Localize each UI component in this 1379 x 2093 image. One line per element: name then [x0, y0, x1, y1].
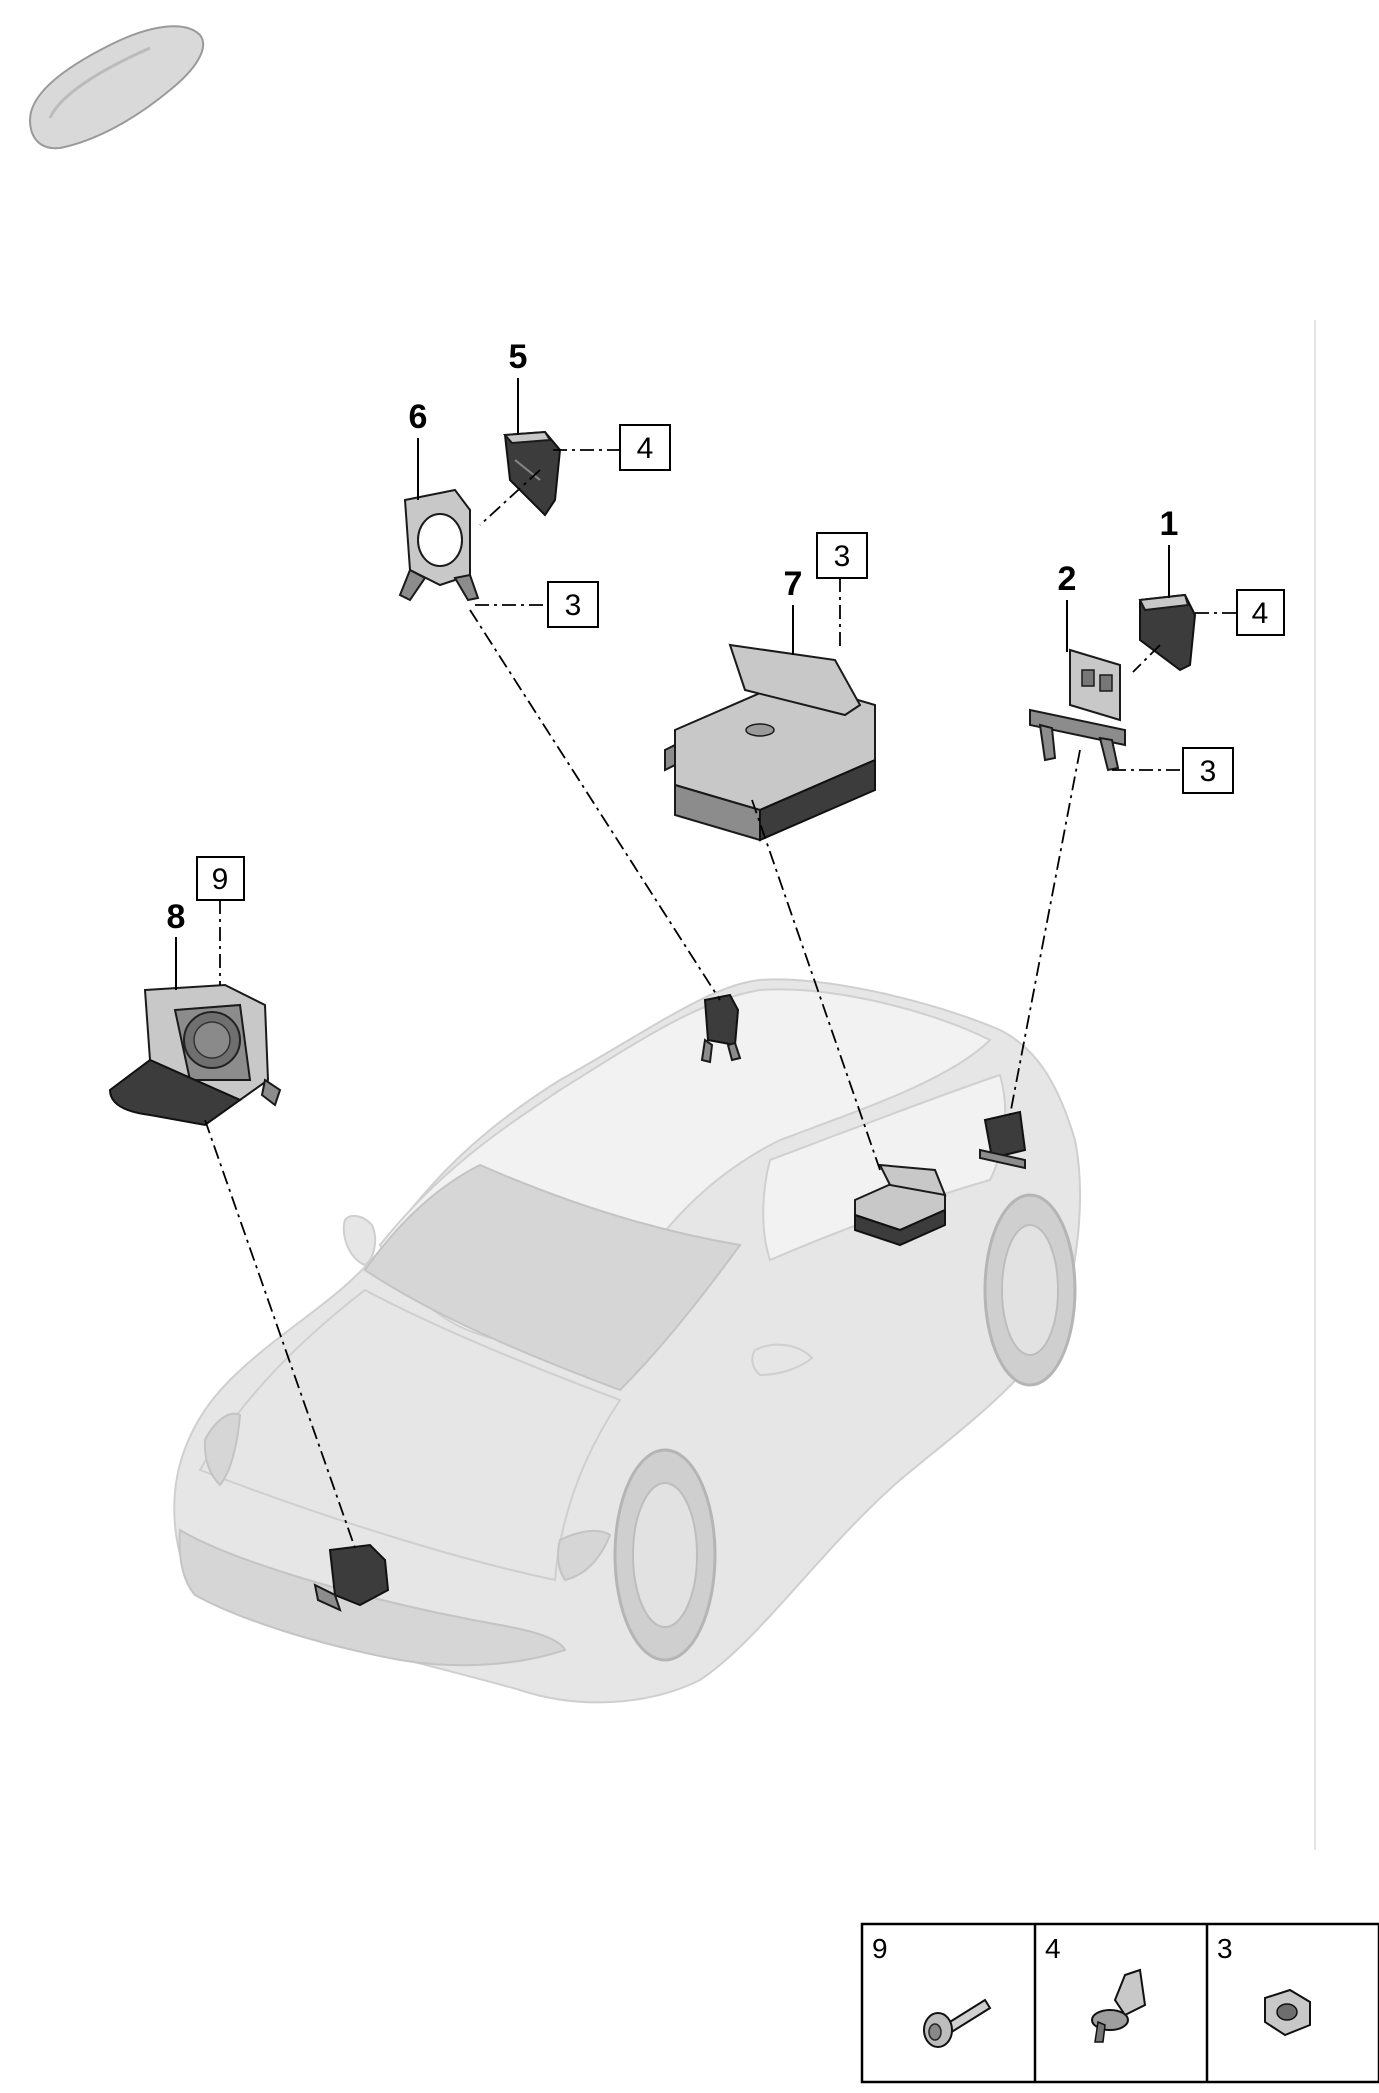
- vehicle-body-illustration: [173, 978, 1081, 1704]
- part-7-control-unit: [664, 643, 876, 842]
- bolt-icon: [923, 1998, 992, 2048]
- svg-text:9: 9: [212, 863, 229, 896]
- installed-part-8-on-car: [313, 1543, 390, 1612]
- installed-part-2-on-car: [979, 1110, 1027, 1170]
- ref-box-4-right: 4: [1236, 589, 1285, 636]
- ref-box-3-right: 3: [1182, 747, 1234, 794]
- ref-box-9: 9: [196, 856, 245, 901]
- svg-text:4: 4: [1252, 597, 1269, 630]
- ref-box-3-mid: 3: [816, 532, 868, 579]
- dash-7-to-car: [751, 799, 881, 1171]
- part-8-radar-unit: [108, 983, 282, 1127]
- hardware-cell-4: 4: [1045, 1933, 1147, 2043]
- svg-text:9: 9: [872, 1933, 888, 1964]
- callout-6: 6: [409, 398, 428, 436]
- svg-text:3: 3: [1200, 755, 1217, 788]
- hardware-cell-3: 3: [1217, 1933, 1311, 2037]
- svg-text:4: 4: [637, 432, 654, 465]
- hex-nut-icon: [1264, 1988, 1311, 2037]
- callout-2: 2: [1058, 560, 1077, 598]
- svg-text:3: 3: [1217, 1933, 1233, 1964]
- callout-5: 5: [509, 338, 528, 376]
- callout-1: 1: [1160, 505, 1179, 543]
- dash-6-to-car: [469, 609, 721, 1001]
- part-6-bracket: [398, 488, 480, 602]
- svg-text:3: 3: [834, 540, 851, 573]
- part-2-bracket: [1029, 648, 1126, 772]
- installed-part-6-on-car: [700, 993, 742, 1064]
- clip-rivet-icon: [1091, 1968, 1147, 2043]
- part-5-sensor: [502, 430, 562, 517]
- ref-box-4-top: 4: [619, 424, 671, 471]
- dash-1-to-2: [1132, 644, 1161, 673]
- callout-7: 7: [784, 565, 803, 603]
- svg-text:3: 3: [565, 589, 582, 622]
- part-1-sensor: [1138, 593, 1197, 672]
- dash-5-to-6: [479, 469, 541, 526]
- dash-2-to-car: [1009, 749, 1081, 1116]
- installed-part-7-on-car: [854, 1163, 947, 1247]
- svg-text:4: 4: [1045, 1933, 1061, 1964]
- hardware-cell-9: 9: [872, 1933, 992, 2048]
- dash-8-to-car: [204, 1119, 356, 1549]
- ref-box-3-left: 3: [547, 581, 599, 628]
- vehicle-silhouette-icon: [28, 25, 205, 150]
- callout-8: 8: [167, 898, 186, 936]
- hardware-table: 9 4 3: [860, 1922, 1379, 2084]
